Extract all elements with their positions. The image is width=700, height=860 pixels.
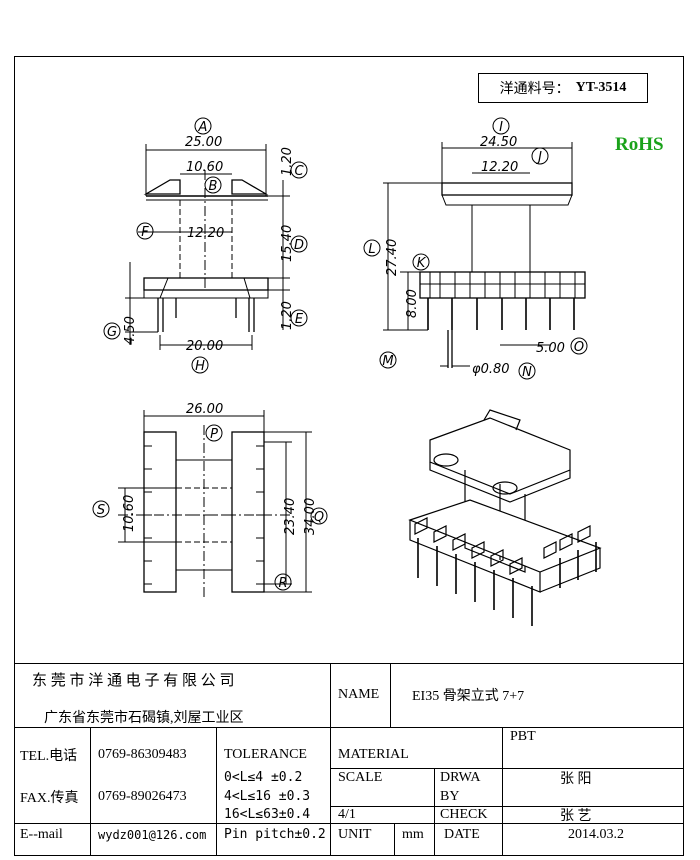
callout-b: B xyxy=(209,179,218,194)
callout-a: A xyxy=(198,120,208,135)
unit-value: mm xyxy=(402,827,424,842)
drawing-frame xyxy=(14,56,684,856)
callout-c: C xyxy=(294,164,304,179)
rohs-mark: RoHS xyxy=(615,134,664,155)
callout-g: G xyxy=(107,325,117,340)
tolerance-row-1: 0<L≤4 ±0.2 xyxy=(224,770,303,785)
top-view xyxy=(118,410,312,600)
material-label: MATERIAL xyxy=(338,747,409,762)
dim-g: 4.50 xyxy=(123,316,138,345)
dim-j: 12.20 xyxy=(481,160,518,175)
dim-s: 10.60 xyxy=(122,495,137,532)
dim-o: 5.00 xyxy=(536,341,565,356)
tolerance-row-2: 4<L≤16 ±0.3 xyxy=(224,789,311,804)
name-value: EI35 骨架立式 7+7 xyxy=(412,689,525,704)
tolerance-row-3: 16<L≤63±0.4 xyxy=(224,807,311,822)
callout-p: P xyxy=(210,427,218,442)
callout-e: E xyxy=(295,312,304,327)
isometric-view xyxy=(408,409,602,626)
callout-s: S xyxy=(97,503,105,518)
unit-label: UNIT xyxy=(338,827,372,842)
dim-l: 27.40 xyxy=(385,239,400,276)
scale-value: 4/1 xyxy=(338,806,356,822)
dim-m: 8.00 xyxy=(405,289,420,318)
dim-e: 1.20 xyxy=(280,301,295,330)
top-callouts xyxy=(92,424,328,591)
dim-f: 12.20 xyxy=(187,226,224,241)
front-callouts xyxy=(103,117,308,374)
scale-label: SCALE xyxy=(338,770,383,785)
dim-b: 10.60 xyxy=(186,160,223,175)
side-view xyxy=(383,142,586,368)
tolerance-row-4: Pin pitch±0.2 xyxy=(224,826,326,842)
tolerance-label: TOLERANCE xyxy=(224,747,307,762)
callout-h: H xyxy=(195,359,205,374)
callout-r: R xyxy=(278,576,287,591)
technical-drawing: 25.00 10.60 12.20 20.00 1.20 15.40 1.20 … xyxy=(92,117,602,626)
callout-f: F xyxy=(141,225,149,240)
callout-l: L xyxy=(368,242,375,257)
callout-k: K xyxy=(417,256,427,271)
material-value: PBT xyxy=(510,729,536,744)
part-number-label: 洋通料号： xyxy=(499,82,570,97)
check-label: CHECK xyxy=(440,806,488,822)
date-label: DATE xyxy=(444,827,480,842)
side-callouts xyxy=(363,117,588,380)
dim-a: 25.00 xyxy=(185,135,222,150)
callout-n: N xyxy=(522,365,532,380)
callout-d: D xyxy=(294,238,304,253)
drawn-value: 张 阳 xyxy=(560,772,592,787)
dim-i: 24.50 xyxy=(480,135,517,150)
drawn-label-2: BY xyxy=(440,788,460,804)
dim-c: 1.20 xyxy=(280,147,295,176)
dim-q: 34.00 xyxy=(303,498,318,535)
dim-h: 20.00 xyxy=(186,339,223,354)
part-number: YT-3514 xyxy=(575,80,627,95)
callout-i: I xyxy=(499,120,503,135)
dim-n: φ0.80 xyxy=(472,362,510,377)
dim-d: 15.40 xyxy=(280,225,295,262)
front-view xyxy=(125,144,290,350)
drawn-label-1: DRWA xyxy=(440,770,481,785)
fax-label: FAX.传真 xyxy=(20,791,79,806)
date-value: 2014.03.2 xyxy=(568,827,624,842)
callout-m: M xyxy=(382,354,393,369)
dim-r: 23.40 xyxy=(283,498,298,535)
tel-label: TEL.电话 xyxy=(20,749,78,764)
fax-value: 0769-89026473 xyxy=(98,789,187,804)
part-number-box: 洋通料号： YT-3514 xyxy=(478,73,648,103)
tel-value: 0769-86309483 xyxy=(98,747,187,762)
email-value: wydz001@126.com xyxy=(98,828,207,842)
company-address: 广东省东莞市石碣镇,刘屋工业区 xyxy=(44,711,244,726)
check-value: 张 艺 xyxy=(560,808,592,824)
company-name: 东 莞 市 洋 通 电 子 有 限 公 司 xyxy=(32,672,235,689)
callout-j: J xyxy=(535,150,542,165)
title-block: 东 莞 市 洋 通 电 子 有 限 公 司 广东省东莞市石碣镇,刘屋工业区 NA… xyxy=(14,663,684,856)
dim-p: 26.00 xyxy=(186,402,223,417)
name-label: NAME xyxy=(338,687,380,702)
email-label: E--mail xyxy=(20,827,63,842)
callout-o: O xyxy=(574,340,584,355)
callout-q: Q xyxy=(314,510,324,525)
